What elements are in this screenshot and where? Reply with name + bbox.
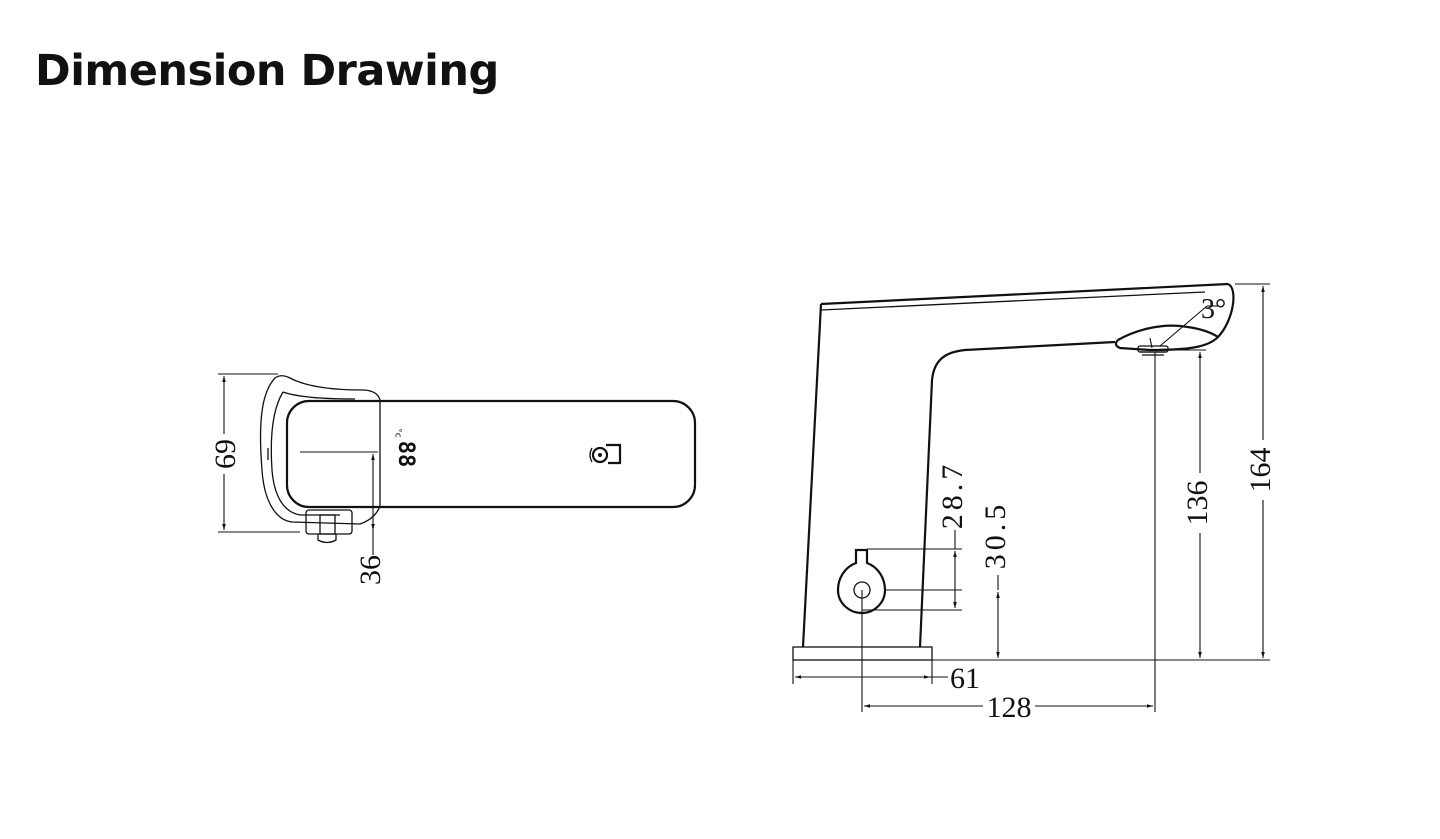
top-view: 88 °c 69 36 <box>209 373 697 585</box>
side-view-spout-tip <box>1114 282 1235 352</box>
top-view-inner-bracket <box>270 391 340 516</box>
side-view-front <box>918 340 1116 648</box>
dim-label-3deg: 3° <box>1201 294 1226 325</box>
top-view-body <box>285 399 697 509</box>
side-view-rear <box>801 303 823 648</box>
dim-label-136: 136 <box>1181 481 1214 526</box>
display-unit: °c <box>393 428 403 438</box>
dim-label-164: 164 <box>1244 448 1277 493</box>
display-digits: 88 <box>393 441 418 468</box>
dim-label-128: 128 <box>987 691 1032 724</box>
dim-label-28-7: 28.7 <box>936 461 969 530</box>
dim-label-36: 36 <box>354 555 387 585</box>
temperature-display: 88 <box>393 441 418 468</box>
side-view: 3° 164 136 28.7 30.5 <box>792 282 1277 724</box>
dim-label-61: 61 <box>950 662 980 695</box>
dim-label-30-5: 30.5 <box>979 501 1012 570</box>
side-view-top <box>820 282 1229 306</box>
page-title: Dimension Drawing <box>35 46 499 96</box>
sensor-icon <box>589 443 622 465</box>
dim-label-69: 69 <box>209 439 242 469</box>
